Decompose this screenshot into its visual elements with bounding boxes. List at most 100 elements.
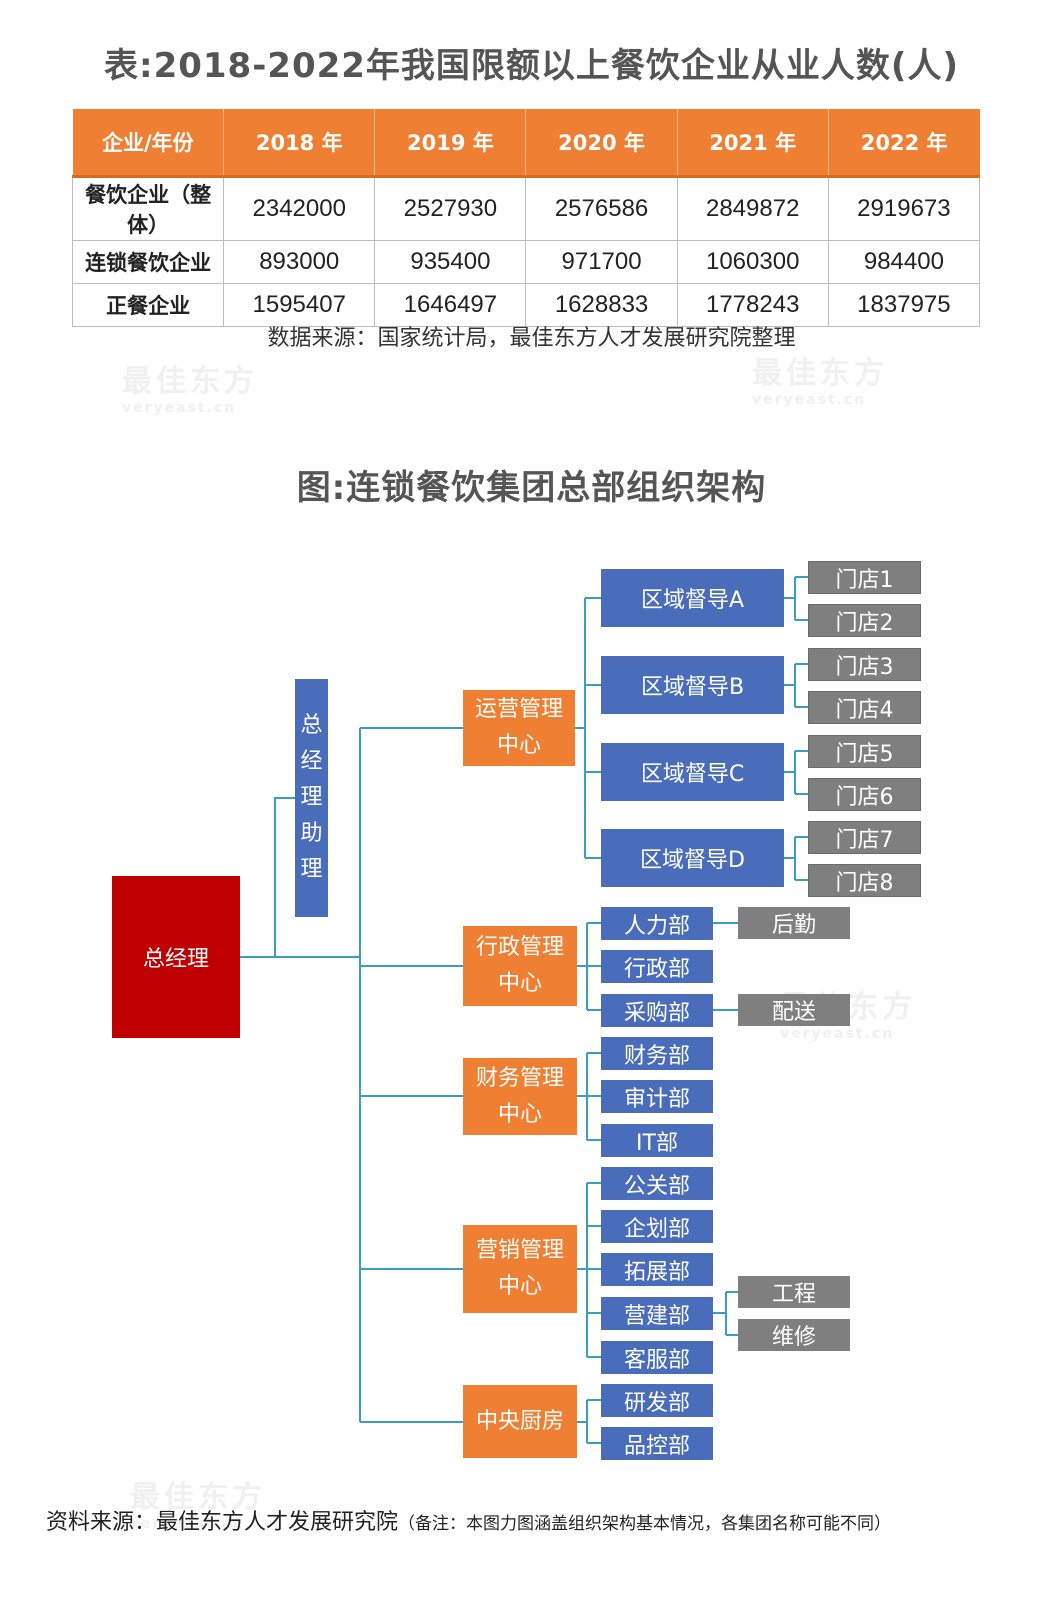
department-box: 采购部 [601,994,713,1027]
admin-center-box: 行政管理 中心 [463,926,577,1006]
department-label: 客服部 [623,1347,690,1373]
table-cell: 971700 [525,240,678,284]
region-supervisor-box: 区域督导B [601,656,784,714]
row-label: 正餐企业 [71,283,225,327]
table-cell: 2919673 [827,176,981,241]
sub-unit-label: 维修 [771,1325,816,1350]
region-supervisor-box: 区域督导C [601,743,784,801]
table-row: 连锁餐饮企业 893000 935400 971700 1060300 9844… [71,240,981,284]
assistant-gm-char: 总 [300,713,323,738]
footer-source: 资料来源：最佳东方人才发展研究院（备注：本图力图涵盖组织架构基本情况，各集团名称… [46,1504,891,1536]
central-kitchen-label: 中央厨房 [475,1408,564,1434]
sub-unit-label: 后勤 [771,913,816,938]
store-box: 门店1 [808,561,921,594]
department-label: 审计部 [623,1086,690,1112]
table-cell: 1060300 [676,240,829,284]
department-box: 营建部 [601,1297,713,1330]
table-cell: 984400 [827,240,981,284]
row-label: 餐饮企业（整体） [71,176,225,241]
department-label: 企划部 [623,1216,690,1242]
store-box: 门店4 [808,691,921,724]
region-supervisor-box: 区域督导A [601,569,784,627]
assistant-gm-char: 助 [300,821,323,846]
sub-unit-label: 工程 [771,1282,816,1307]
department-label: 公关部 [623,1173,690,1199]
table-cell: 1628833 [525,283,678,327]
store-box: 门店3 [808,648,921,681]
admin-center-label: 中心 [497,971,542,996]
store-box: 门店5 [808,735,921,768]
operations-center-label: 运营管理 [474,697,563,722]
store-box: 门店8 [808,864,921,897]
operations-center-label: 中心 [496,733,541,758]
table-cell: 893000 [223,240,376,284]
store-label: 门店8 [835,870,894,896]
region-supervisor-label: 区域督导D [640,848,745,873]
org-connectors [240,576,808,1444]
department-box: 客服部 [601,1341,713,1374]
region-supervisor-box: 区域督导D [601,829,784,887]
department-label: 行政部 [623,956,690,982]
department-box: 拓展部 [601,1253,713,1286]
department-box: IT部 [601,1124,713,1157]
finance-center-label: 财务管理 [475,1065,564,1091]
header-cell: 2022 年 [828,109,980,178]
employment-table: 企业/年份 2018 年 2019 年 2020 年 2021 年 2022 年… [71,109,981,327]
sub-unit-box: 维修 [738,1319,850,1351]
sub-unit-box: 配送 [738,994,850,1026]
department-box: 财务部 [601,1037,713,1070]
store-label: 门店6 [835,784,894,810]
department-box: 公关部 [601,1167,713,1200]
table-cell: 1837975 [827,283,981,327]
table-cell: 935400 [374,240,527,284]
marketing-center-label: 营销管理 [475,1238,564,1263]
general-manager-label: 总经理 [142,947,209,972]
department-label: IT部 [636,1130,678,1156]
sub-unit-box: 工程 [738,1276,850,1308]
central-kitchen-box: 中央厨房 [463,1385,577,1458]
department-box: 研发部 [601,1384,713,1417]
store-box: 门店2 [808,604,921,637]
store-label: 门店3 [835,654,894,680]
table-cell: 1646497 [374,283,527,327]
footer-note: （备注：本图力图涵盖组织架构基本情况，各集团名称可能不同） [398,1514,892,1534]
header-cell: 企业/年份 [72,109,225,178]
table-row: 正餐企业 1595407 1646497 1628833 1778243 183… [71,283,981,327]
store-label: 门店1 [835,567,894,593]
store-label: 门店5 [835,741,894,767]
finance-center-label: 中心 [497,1101,542,1127]
department-label: 财务部 [623,1043,690,1069]
department-label: 研发部 [623,1390,690,1416]
store-box: 门店6 [808,778,921,811]
table-header-row: 企业/年份 2018 年 2019 年 2020 年 2021 年 2022 年 [72,109,980,178]
marketing-center-box: 营销管理 中心 [463,1225,577,1313]
department-box: 审计部 [601,1080,713,1113]
store-label: 门店4 [835,697,894,723]
org-chart-title: 图:连锁餐饮集团总部组织架构 [296,468,767,508]
table-cell: 2849872 [676,176,829,241]
department-label: 人力部 [623,913,690,939]
department-label: 品控部 [623,1433,690,1459]
region-supervisor-label: 区域督导B [640,675,745,700]
sub-unit-box: 后勤 [738,907,850,939]
store-label: 门店2 [835,610,894,636]
assistant-gm-char: 理 [300,785,323,810]
store-label: 门店7 [835,827,894,853]
department-label: 采购部 [623,1000,690,1026]
table-cell: 1778243 [676,283,829,327]
region-supervisor-label: 区域督导C [640,762,745,787]
table-cell: 1595407 [223,283,376,327]
admin-center-label: 行政管理 [475,935,564,960]
general-manager-box: 总经理 [112,876,240,1038]
table-row: 餐饮企业（整体） 2342000 2527930 2576586 2849872… [71,176,981,241]
assistant-gm-box: 总 经 理 助 理 [295,679,328,917]
header-cell: 2018 年 [223,109,376,178]
assistant-gm-char: 理 [300,857,323,882]
header-cell: 2020 年 [525,109,678,178]
department-box: 企划部 [601,1210,713,1243]
store-box: 门店7 [808,821,921,854]
department-label: 营建部 [623,1303,690,1329]
footer-source-text: 资料来源：最佳东方人才发展研究院 [46,1510,399,1535]
